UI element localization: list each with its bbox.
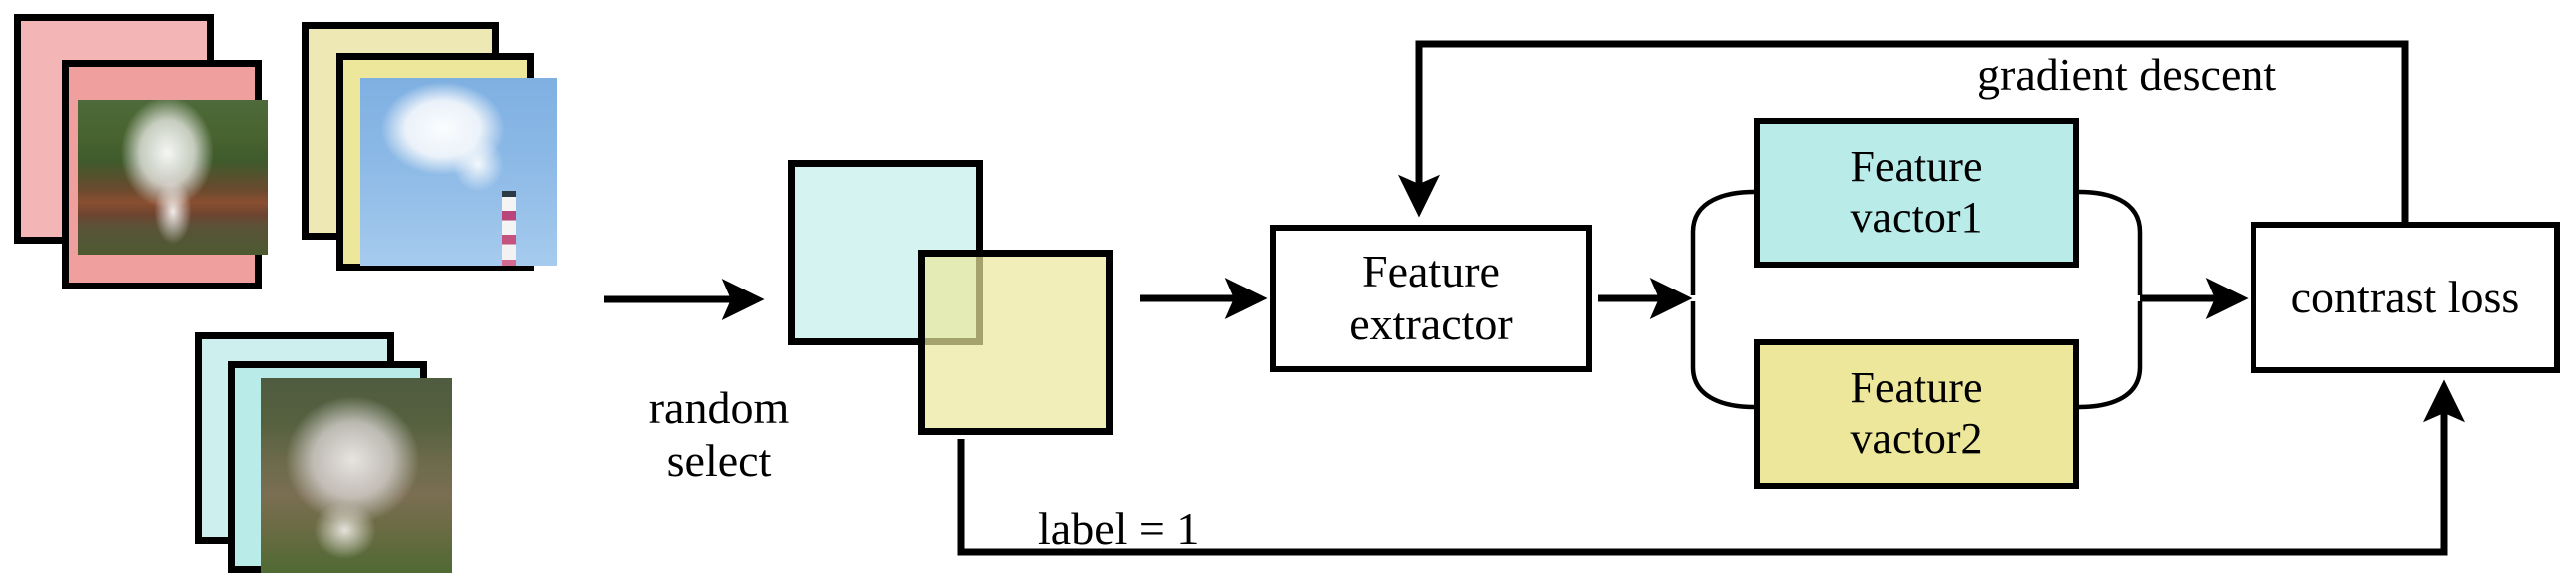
feature-vector-2-node[interactable]: Feature vactor2	[1754, 339, 2079, 489]
feature-vector-2-label: Feature vactor2	[1850, 363, 1983, 463]
bracket-merge-right	[2078, 189, 2143, 410]
hillside-smoke-photo	[261, 378, 452, 573]
gradient-descent-label: gradient descent	[1977, 49, 2277, 100]
contrast-loss-node[interactable]: contrast loss	[2251, 222, 2560, 373]
village-smoke-photo	[78, 100, 268, 255]
bracket-split-left	[1690, 189, 1755, 410]
feature-vector-1-label: Feature vactor1	[1850, 142, 1983, 242]
selected-sample-yellow	[918, 250, 1113, 435]
label-equals-one: label = 1	[1038, 503, 1200, 554]
chimney-smoke-photo	[360, 78, 557, 266]
random-select-label: random select	[648, 382, 790, 486]
feature-vector-1-node[interactable]: Feature vactor1	[1754, 118, 2079, 268]
contrast-loss-label: contrast loss	[2290, 271, 2520, 322]
feature-extractor-label: Feature extractor	[1349, 246, 1513, 349]
feature-extractor-node[interactable]: Feature extractor	[1270, 225, 1592, 372]
